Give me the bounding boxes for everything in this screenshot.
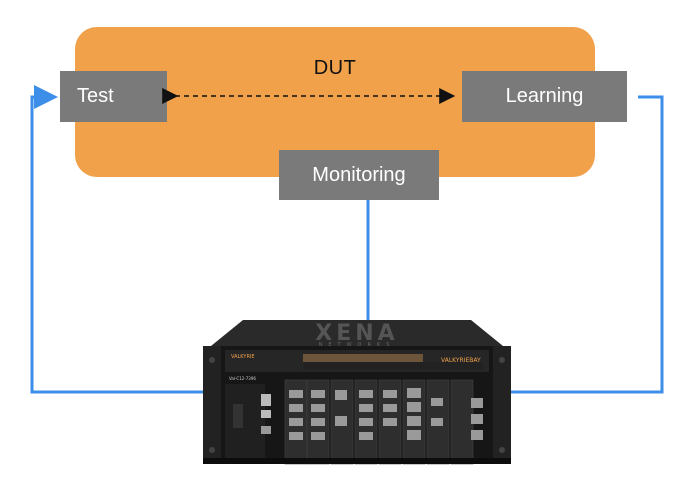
test-link [30,85,300,394]
test-node-label: Test [77,85,114,107]
learning-node-label: Learning [505,85,584,107]
learning-link [414,95,664,404]
svg-text:Val-C12-7396: Val-C12-7396 [229,376,256,381]
learning-node: Learning [462,71,627,122]
svg-text:XENA: XENA [315,321,398,346]
monitoring-node: Monitoring [279,150,439,200]
test-node: Test [60,71,167,122]
svg-text:NETWORKS: NETWORKS [319,342,396,348]
svg-text:VALKYRIEBAY: VALKYRIEBAY [441,357,481,364]
xena-chassis-image: XENA NETWORKS VALKYRIE VALKYRIEBAY Val-C… [203,320,511,465]
monitoring-node-label: Monitoring [312,163,406,186]
svg-text:VALKYRIE: VALKYRIE [231,354,255,360]
dut-label: DUT [313,57,357,79]
